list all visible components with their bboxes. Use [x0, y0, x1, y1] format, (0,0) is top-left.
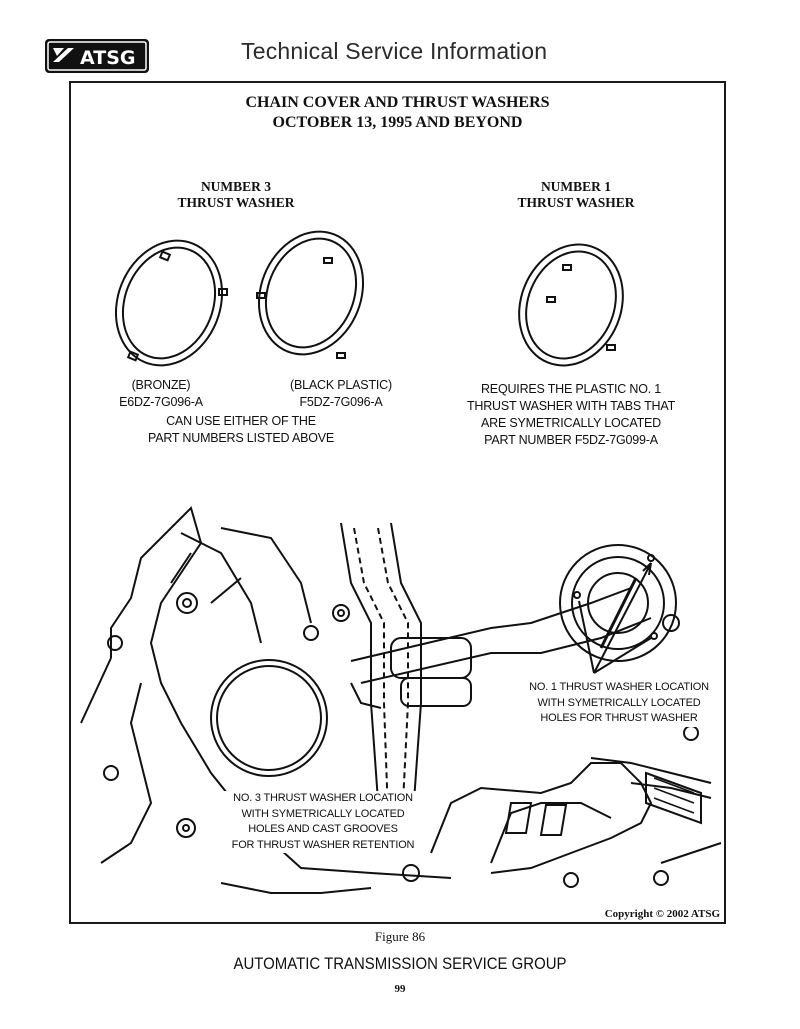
no1-note-line1: NO. 1 THRUST WASHER LOCATION	[529, 681, 709, 693]
no3-note-line3: HOLES AND CAST GROOVES	[248, 823, 398, 835]
no3-note-line1: NO. 3 THRUST WASHER LOCATION	[233, 792, 413, 804]
page-number: 99	[394, 983, 406, 995]
number1-heading: NUMBER 1 THRUST WASHER	[481, 179, 671, 211]
either-note-line2: PART NUMBERS LISTED ABOVE	[147, 431, 335, 445]
page-header: ATSG Technical Service Information	[0, 0, 800, 80]
svg-text:ATSG: ATSG	[80, 47, 135, 69]
requires-line4: PART NUMBER F5DZ-7G099-A	[484, 433, 658, 447]
plastic-thrust-washer-drawing	[256, 230, 365, 359]
requires-line3: ARE SYMETRICALLY LOCATED	[481, 416, 661, 430]
plastic-label: (BLACK PLASTIC) F5DZ-7G096-A	[271, 377, 411, 411]
no1-note-line2: WITH SYMETRICALLY LOCATED	[537, 696, 701, 709]
chain-cover-casting-drawing	[80, 506, 722, 894]
either-part-note: CAN USE EITHER OF THE PART NUMBERS LISTE…	[131, 413, 351, 447]
header-title: Technical Service Information	[241, 38, 548, 64]
bronze-part-number: E6DZ-7G096-A	[119, 395, 203, 409]
figure-caption: Figure 86	[374, 929, 426, 944]
number3-heading-line1: NUMBER 3	[200, 179, 272, 194]
number3-heading: NUMBER 3 THRUST WASHER	[141, 179, 331, 211]
no3-note-line4: FOR THRUST WASHER RETENTION	[231, 838, 415, 851]
number3-heading-line2: THRUST WASHER	[177, 195, 295, 210]
no3-location-note: NO. 3 THRUST WASHER LOCATION WITH SYMETR…	[223, 791, 423, 853]
requires-note: REQUIRES THE PLASTIC NO. 1 THRUST WASHER…	[451, 381, 691, 449]
atsg-logo: ATSG	[45, 39, 149, 73]
number1-heading-line2: THRUST WASHER	[517, 195, 635, 210]
plastic-part-number: F5DZ-7G096-A	[299, 395, 383, 409]
diagram-drawing	[80, 230, 722, 894]
diagram-frame: CHAIN COVER AND THRUST WASHERS OCTOBER 1…	[69, 81, 726, 924]
requires-line2: THRUST WASHER WITH TABS THAT	[466, 399, 676, 413]
copyright: Copyright © 2002 ATSG	[604, 908, 720, 920]
footer-org: AUTOMATIC TRANSMISSION SERVICE GROUP	[233, 954, 567, 973]
title-line-2: OCTOBER 13, 1995 AND BEYOND	[272, 114, 523, 131]
requires-line1: REQUIRES THE PLASTIC NO. 1	[480, 382, 662, 396]
title-line-1: CHAIN COVER AND THRUST WASHERS	[245, 94, 550, 111]
either-note-line1: CAN USE EITHER OF THE	[166, 414, 316, 428]
bronze-label-text: (BRONZE)	[131, 378, 191, 392]
no1-note-line3: HOLES FOR THRUST WASHER	[540, 712, 698, 724]
diagram-title: CHAIN COVER AND THRUST WASHERS OCTOBER 1…	[71, 93, 724, 133]
number1-heading-line1: NUMBER 1	[540, 179, 612, 194]
bronze-label: (BRONZE) E6DZ-7G096-A	[101, 377, 221, 411]
no1-location-note: NO. 1 THRUST WASHER LOCATION WITH SYMETR…	[519, 680, 719, 727]
no1-thrust-washer-drawing	[518, 243, 624, 367]
plastic-label-text: (BLACK PLASTIC)	[290, 378, 392, 392]
bronze-thrust-washer-drawing	[114, 239, 228, 367]
no3-note-line2: WITH SYMETRICALLY LOCATED	[241, 807, 405, 820]
no1-location-arrows	[573, 554, 658, 674]
